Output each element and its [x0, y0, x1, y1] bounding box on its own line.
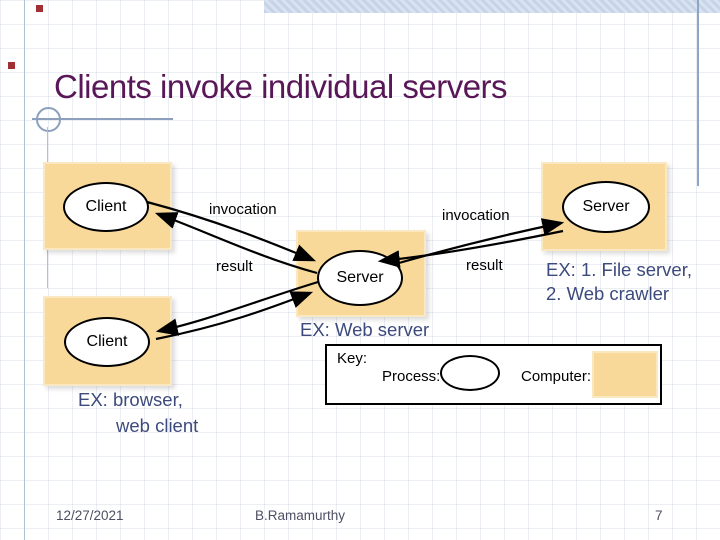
node-label: Client [86, 333, 128, 350]
example-server-right-line1: EX: 1. File server, [546, 259, 692, 280]
red-accent-square-top [36, 5, 43, 12]
footer-date: 12/27/2021 [56, 508, 124, 523]
key-process-label: Process: [382, 368, 441, 385]
example-server-middle: EX: Web server [300, 319, 430, 340]
title-underline [32, 118, 173, 120]
edge-label-invocation-left: invocation [209, 201, 277, 218]
process-ellipse-client-bottom: Client [64, 317, 150, 367]
right-vertical-accent-line [697, 0, 699, 186]
footer-author: B.Ramamurthy [255, 508, 346, 523]
red-accent-square-left [8, 62, 15, 69]
example-client-bottom-line2: web client [116, 415, 199, 436]
edge-label-result-left: result [216, 258, 253, 275]
example-client-bottom-line1: EX: browser, [78, 389, 183, 410]
edge-label-invocation-right: invocation [442, 207, 510, 224]
circle-decoration [36, 107, 61, 132]
example-server-right-line2: 2. Web crawler [546, 283, 670, 304]
process-ellipse-client-top: Client [63, 182, 149, 232]
footer-page-number: 7 [655, 508, 663, 523]
key-process-ellipse [440, 355, 500, 391]
top-hatched-band [264, 0, 720, 13]
process-ellipse-server-right: Server [562, 181, 650, 233]
node-label: Client [85, 198, 127, 215]
page-title: Clients invoke individual servers [54, 68, 508, 105]
node-label: Server [582, 198, 630, 215]
node-label: Server [336, 269, 384, 286]
edge-label-result-right: result [466, 257, 503, 274]
left-vertical-accent-line [24, 0, 25, 540]
key-title: Key: [337, 350, 368, 367]
key-computer-square [592, 351, 658, 398]
process-ellipse-server-middle: Server [317, 250, 403, 306]
key-computer-label: Computer: [521, 368, 592, 385]
